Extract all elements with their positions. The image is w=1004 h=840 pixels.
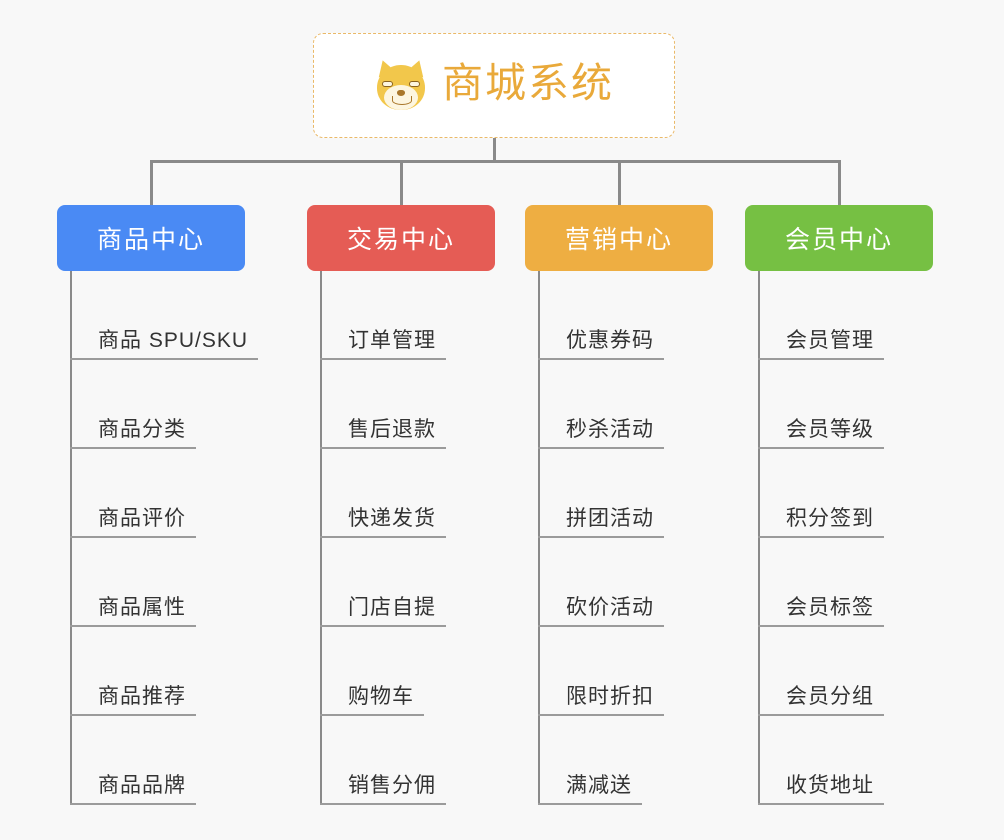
category-header-product-center[interactable]: 商品中心 [57,205,245,271]
list-item[interactable]: 商品品牌 [70,716,245,805]
list-item[interactable]: 商品属性 [70,538,245,627]
item-label: 会员标签 [758,596,884,627]
list-item[interactable]: 订单管理 [320,271,495,360]
root-title: 商城系统 [442,60,614,106]
item-label: 满减送 [538,774,642,805]
list-item[interactable]: 快递发货 [320,449,495,538]
item-label: 商品品牌 [70,774,196,805]
item-label: 秒杀活动 [538,418,664,449]
list-item[interactable]: 会员分组 [758,627,933,716]
item-label: 砍价活动 [538,596,664,627]
list-item[interactable]: 秒杀活动 [538,360,713,449]
list-item[interactable]: 门店自提 [320,538,495,627]
item-label: 会员管理 [758,329,884,360]
list-item[interactable]: 砍价活动 [538,538,713,627]
list-item[interactable]: 商品评价 [70,449,245,538]
connector-horizontal-bus [150,160,840,163]
item-label: 收货地址 [758,774,884,805]
branch-marketing-center: 营销中心 优惠券码 秒杀活动 拼团活动 砍价活动 限时折扣 满减送 [525,205,713,805]
item-label: 会员等级 [758,418,884,449]
item-list-product-center: 商品 SPU/SKU 商品分类 商品评价 商品属性 商品推荐 商品品牌 [57,271,259,805]
item-label: 商品属性 [70,596,196,627]
branch-product-center: 商品中心 商品 SPU/SKU 商品分类 商品评价 商品属性 商品推荐 商品品牌 [57,205,259,805]
list-item[interactable]: 销售分佣 [320,716,495,805]
item-label: 优惠券码 [538,329,664,360]
item-label: 商品推荐 [70,685,196,716]
branch-trunk-line [538,271,540,805]
item-label: 拼团活动 [538,507,664,538]
branch-trunk-line [758,271,760,805]
category-header-trade-center[interactable]: 交易中心 [307,205,495,271]
item-label: 商品评价 [70,507,196,538]
list-item[interactable]: 购物车 [320,627,495,716]
category-header-member-center[interactable]: 会员中心 [745,205,933,271]
category-label: 会员中心 [784,226,893,254]
list-item[interactable]: 优惠券码 [538,271,713,360]
connector-drop-product-center [150,160,153,207]
list-item[interactable]: 商品分类 [70,360,245,449]
connector-drop-trade-center [400,160,403,207]
list-item[interactable]: 积分签到 [758,449,933,538]
item-label: 快递发货 [320,507,446,538]
list-item[interactable]: 会员管理 [758,271,933,360]
list-item[interactable]: 拼团活动 [538,449,713,538]
branch-member-center: 会员中心 会员管理 会员等级 积分签到 会员标签 会员分组 收货地址 [745,205,933,805]
list-item[interactable]: 商品 SPU/SKU [70,271,259,360]
item-label: 会员分组 [758,685,884,716]
category-header-marketing-center[interactable]: 营销中心 [525,205,713,271]
connector-drop-member-center [838,160,841,207]
item-list-member-center: 会员管理 会员等级 积分签到 会员标签 会员分组 收货地址 [745,271,933,805]
item-label: 商品分类 [70,418,196,449]
category-label: 商品中心 [96,226,205,254]
list-item[interactable]: 收货地址 [758,716,933,805]
item-label: 限时折扣 [538,685,664,716]
list-item[interactable]: 售后退款 [320,360,495,449]
item-label: 销售分佣 [320,774,446,805]
category-label: 营销中心 [564,226,673,254]
branch-trunk-line [70,271,72,805]
list-item[interactable]: 会员等级 [758,360,933,449]
root-node[interactable]: 商城系统 [313,33,675,138]
category-label: 交易中心 [346,226,455,254]
item-label: 购物车 [320,685,424,716]
list-item[interactable]: 会员标签 [758,538,933,627]
item-list-marketing-center: 优惠券码 秒杀活动 拼团活动 砍价活动 限时折扣 满减送 [525,271,713,805]
item-label: 订单管理 [320,329,446,360]
branch-trunk-line [320,271,322,805]
item-label: 商品 SPU/SKU [70,329,259,360]
item-label: 积分签到 [758,507,884,538]
item-list-trade-center: 订单管理 售后退款 快递发货 门店自提 购物车 销售分佣 [307,271,495,805]
branch-trade-center: 交易中心 订单管理 售后退款 快递发货 门店自提 购物车 销售分佣 [307,205,495,805]
list-item[interactable]: 商品推荐 [70,627,245,716]
item-label: 售后退款 [320,418,446,449]
item-label: 门店自提 [320,596,446,627]
list-item[interactable]: 满减送 [538,716,713,805]
connector-root-stem [493,138,496,162]
shiba-dog-face-icon [374,57,428,113]
list-item[interactable]: 限时折扣 [538,627,713,716]
connector-drop-marketing-center [618,160,621,207]
